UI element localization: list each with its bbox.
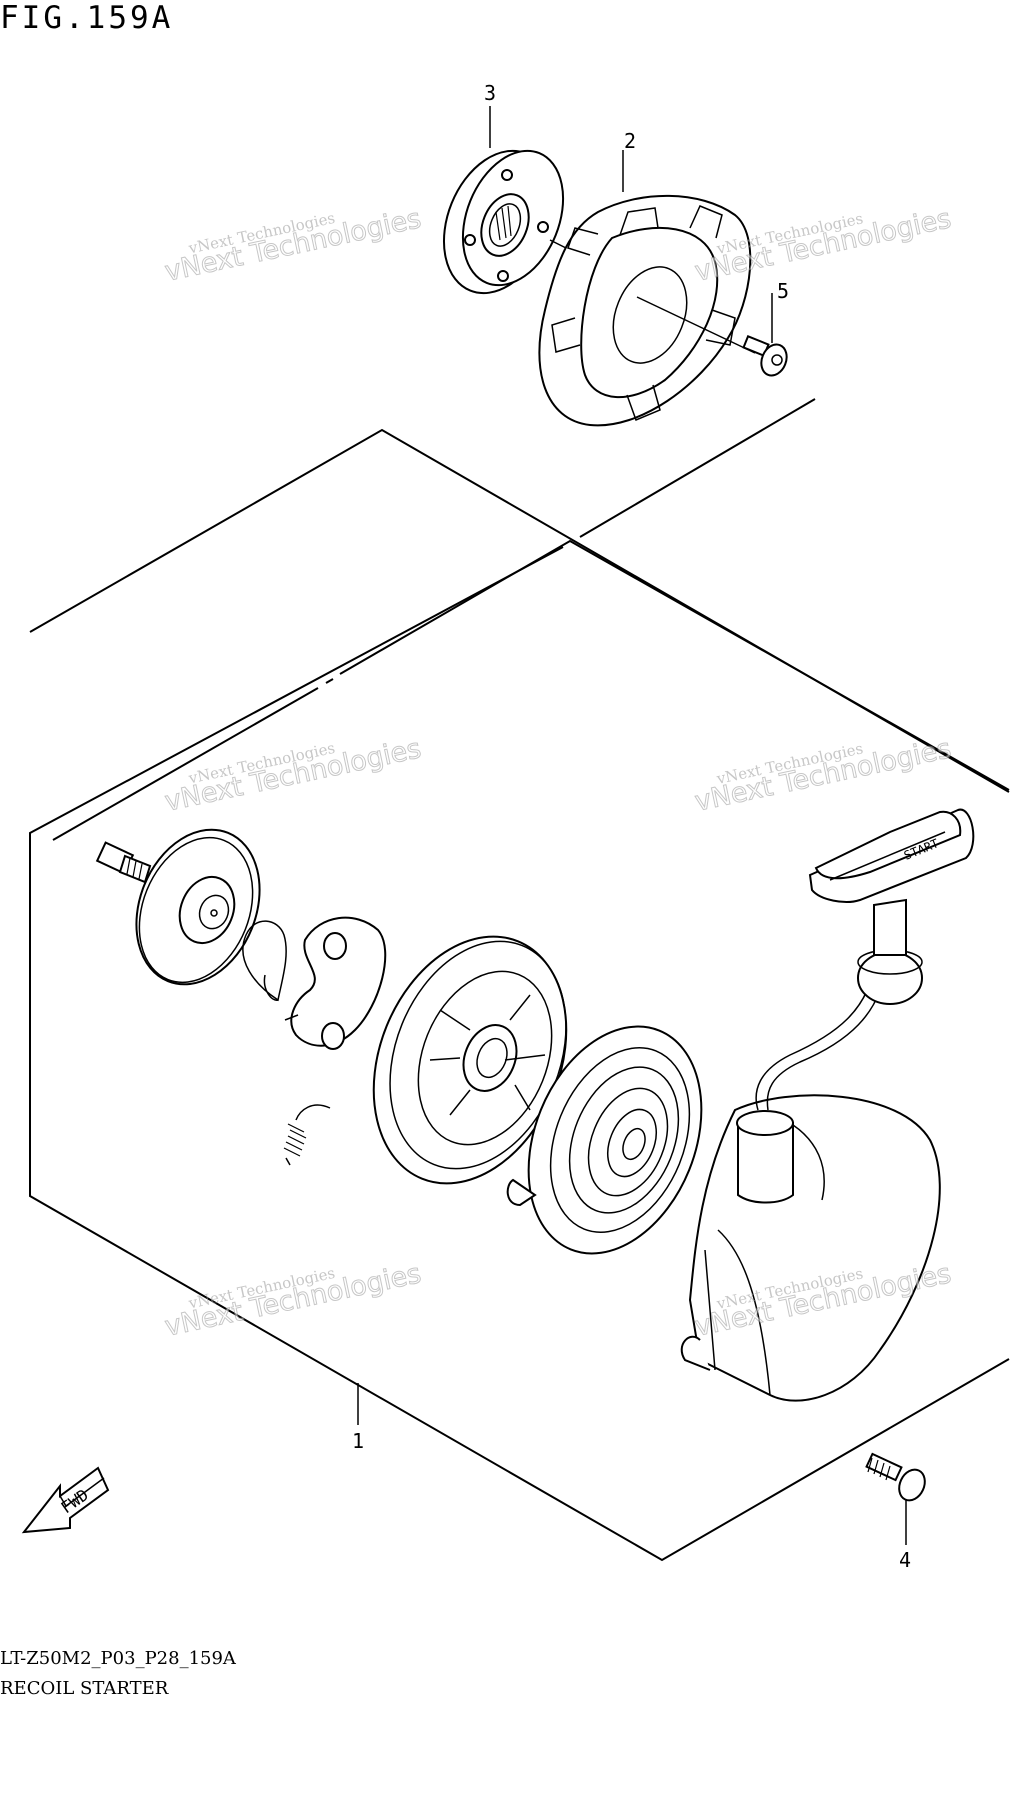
bolt-4-part — [865, 1452, 926, 1545]
starter-handle-part: START — [808, 808, 975, 1005]
flange-hub-part — [442, 149, 571, 295]
callout-3: 3 — [484, 81, 496, 105]
fwd-arrow-icon: FWD — [21, 1466, 110, 1534]
inner-bolt-part — [95, 841, 152, 884]
small-spring-part — [283, 1104, 331, 1166]
starter-rope-part — [755, 905, 887, 1111]
assembly-frame — [29, 398, 1010, 1562]
callout-1: 1 — [352, 1429, 364, 1453]
figure-title: FIG.159A — [0, 0, 174, 36]
friction-plate-part — [135, 828, 261, 986]
figure-name: RECOIL STARTER — [0, 1678, 169, 1699]
starter-case-part — [680, 1094, 941, 1402]
callout-5: 5 — [777, 279, 789, 303]
drive-cup-part — [538, 194, 756, 427]
recoil-spring-part — [506, 1025, 703, 1255]
pawl-part — [284, 916, 387, 1050]
reel-pulley-part — [372, 935, 568, 1185]
callout-4: 4 — [899, 1548, 911, 1572]
figure-code: LT-Z50M2_P03_P28_159A — [0, 1648, 236, 1669]
bolt-5-part — [742, 293, 788, 377]
callout-2: 2 — [624, 129, 636, 153]
return-spring-part — [242, 920, 287, 1002]
